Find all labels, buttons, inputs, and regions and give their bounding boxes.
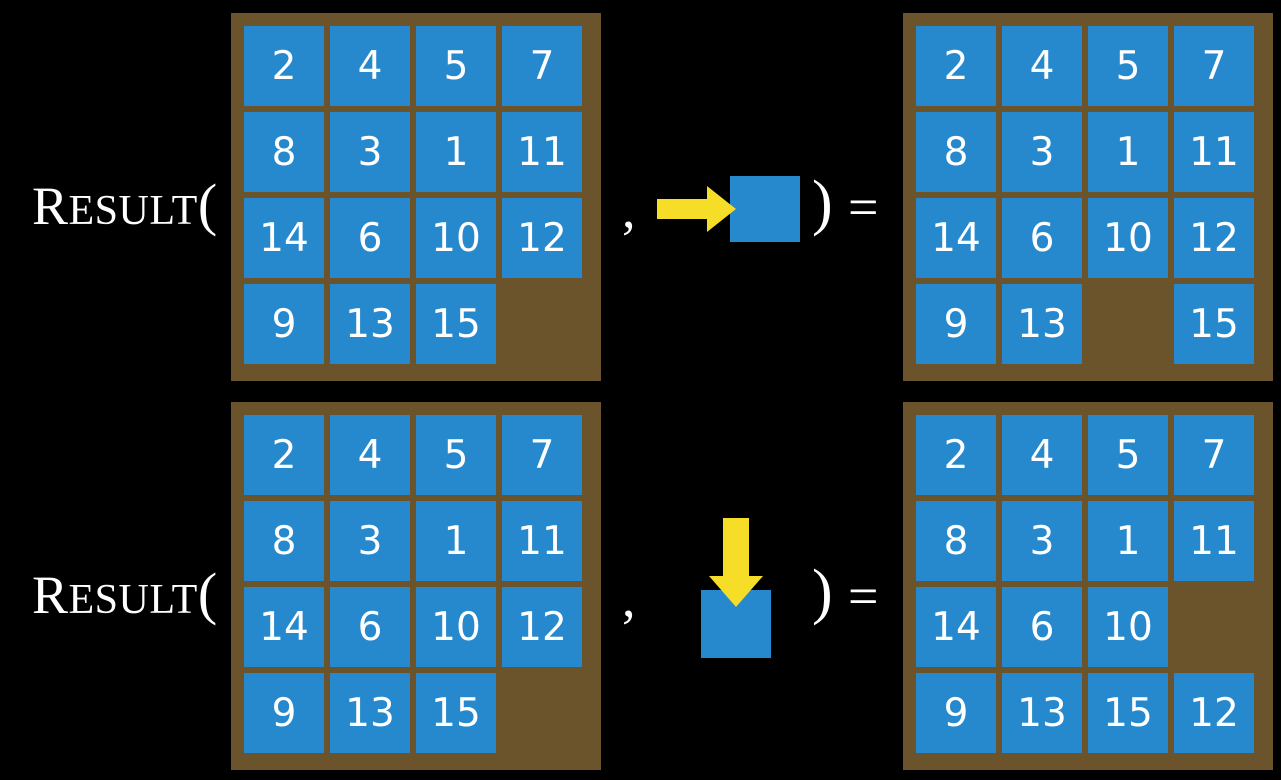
result-label-row-2: RESULT( xyxy=(32,565,218,623)
tile[interactable]: 2 xyxy=(916,415,996,495)
arrow-down-icon xyxy=(709,518,763,607)
blank-tile[interactable] xyxy=(1088,284,1168,364)
tile[interactable]: 4 xyxy=(330,26,410,106)
argument-separator-row-2: , xyxy=(622,568,636,628)
tile[interactable]: 15 xyxy=(416,673,496,753)
output-board-row-2[interactable]: 2 4 5 7 8 3 1 11 14 6 10 9 13 15 12 xyxy=(903,402,1273,770)
input-board-row-2[interactable]: 2 4 5 7 8 3 1 11 14 6 10 12 9 13 15 xyxy=(231,402,601,770)
tile[interactable]: 11 xyxy=(1174,501,1254,581)
tile[interactable]: 7 xyxy=(1174,26,1254,106)
output-board-row-1[interactable]: 2 4 5 7 8 3 1 11 14 6 10 12 9 13 15 xyxy=(903,13,1273,381)
tile[interactable]: 1 xyxy=(416,501,496,581)
blank-tile[interactable] xyxy=(502,673,582,753)
tile[interactable]: 15 xyxy=(1174,284,1254,364)
close-paren-row-2: ) xyxy=(812,558,833,626)
tile[interactable]: 8 xyxy=(244,112,324,192)
tile[interactable]: 1 xyxy=(416,112,496,192)
tile[interactable]: 4 xyxy=(1002,415,1082,495)
operand-row-2 xyxy=(696,508,786,668)
tile[interactable]: 8 xyxy=(916,501,996,581)
operand-row-1 xyxy=(650,168,810,252)
tile[interactable]: 14 xyxy=(916,198,996,278)
tile[interactable]: 10 xyxy=(416,587,496,667)
tile[interactable]: 3 xyxy=(330,112,410,192)
equals-sign-row-2: = xyxy=(848,566,879,626)
result-label-rest: ESULT xyxy=(68,577,198,623)
tile[interactable]: 6 xyxy=(1002,198,1082,278)
tile[interactable]: 10 xyxy=(1088,587,1168,667)
blank-tile[interactable] xyxy=(502,284,582,364)
tile[interactable]: 13 xyxy=(1002,673,1082,753)
tile[interactable]: 9 xyxy=(916,284,996,364)
tile[interactable]: 15 xyxy=(416,284,496,364)
tile[interactable]: 5 xyxy=(416,415,496,495)
tile[interactable]: 15 xyxy=(1088,673,1168,753)
tile[interactable]: 7 xyxy=(502,415,582,495)
result-label-first-letter: R xyxy=(32,565,69,625)
tile[interactable]: 4 xyxy=(1002,26,1082,106)
close-paren-row-1: ) xyxy=(812,169,833,237)
result-label-open-paren: ( xyxy=(197,561,218,626)
tile[interactable]: 8 xyxy=(916,112,996,192)
result-label-first-letter: R xyxy=(32,176,69,236)
tile[interactable]: 14 xyxy=(244,587,324,667)
tile[interactable]: 6 xyxy=(1002,587,1082,667)
tile[interactable]: 6 xyxy=(330,587,410,667)
blank-tile[interactable] xyxy=(1174,587,1254,667)
tile[interactable]: 2 xyxy=(244,415,324,495)
tile[interactable]: 13 xyxy=(330,284,410,364)
tile[interactable]: 9 xyxy=(244,284,324,364)
tile[interactable]: 1 xyxy=(1088,112,1168,192)
tile[interactable]: 7 xyxy=(1174,415,1254,495)
tile[interactable]: 14 xyxy=(916,587,996,667)
result-label-row-1: RESULT( xyxy=(32,176,218,234)
tile[interactable]: 12 xyxy=(502,198,582,278)
tile[interactable]: 6 xyxy=(330,198,410,278)
tile[interactable]: 3 xyxy=(330,501,410,581)
tile[interactable]: 5 xyxy=(416,26,496,106)
tile[interactable]: 12 xyxy=(1174,198,1254,278)
tile[interactable]: 9 xyxy=(916,673,996,753)
result-label-rest: ESULT xyxy=(68,188,198,234)
equals-sign-row-1: = xyxy=(848,177,879,237)
input-board-row-1[interactable]: 2 4 5 7 8 3 1 11 14 6 10 12 9 13 15 xyxy=(231,13,601,381)
tile[interactable]: 11 xyxy=(502,501,582,581)
result-label-open-paren: ( xyxy=(197,172,218,237)
tile[interactable]: 11 xyxy=(502,112,582,192)
tile[interactable]: 2 xyxy=(916,26,996,106)
argument-separator-row-1: , xyxy=(622,179,636,239)
tile[interactable]: 7 xyxy=(502,26,582,106)
tile[interactable]: 14 xyxy=(244,198,324,278)
tile[interactable]: 5 xyxy=(1088,415,1168,495)
tile[interactable]: 12 xyxy=(1174,673,1254,753)
tile[interactable]: 13 xyxy=(330,673,410,753)
tile[interactable]: 2 xyxy=(244,26,324,106)
tile[interactable]: 8 xyxy=(244,501,324,581)
arrow-right-icon xyxy=(657,186,736,232)
tile[interactable]: 10 xyxy=(1088,198,1168,278)
tile[interactable]: 4 xyxy=(330,415,410,495)
tile[interactable]: 12 xyxy=(502,587,582,667)
tile[interactable]: 1 xyxy=(1088,501,1168,581)
tile[interactable]: 11 xyxy=(1174,112,1254,192)
tile[interactable]: 5 xyxy=(1088,26,1168,106)
tile[interactable]: 3 xyxy=(1002,112,1082,192)
tile[interactable]: 3 xyxy=(1002,501,1082,581)
tile[interactable]: 13 xyxy=(1002,284,1082,364)
operand-tile[interactable] xyxy=(730,176,800,242)
tile[interactable]: 9 xyxy=(244,673,324,753)
tile[interactable]: 10 xyxy=(416,198,496,278)
